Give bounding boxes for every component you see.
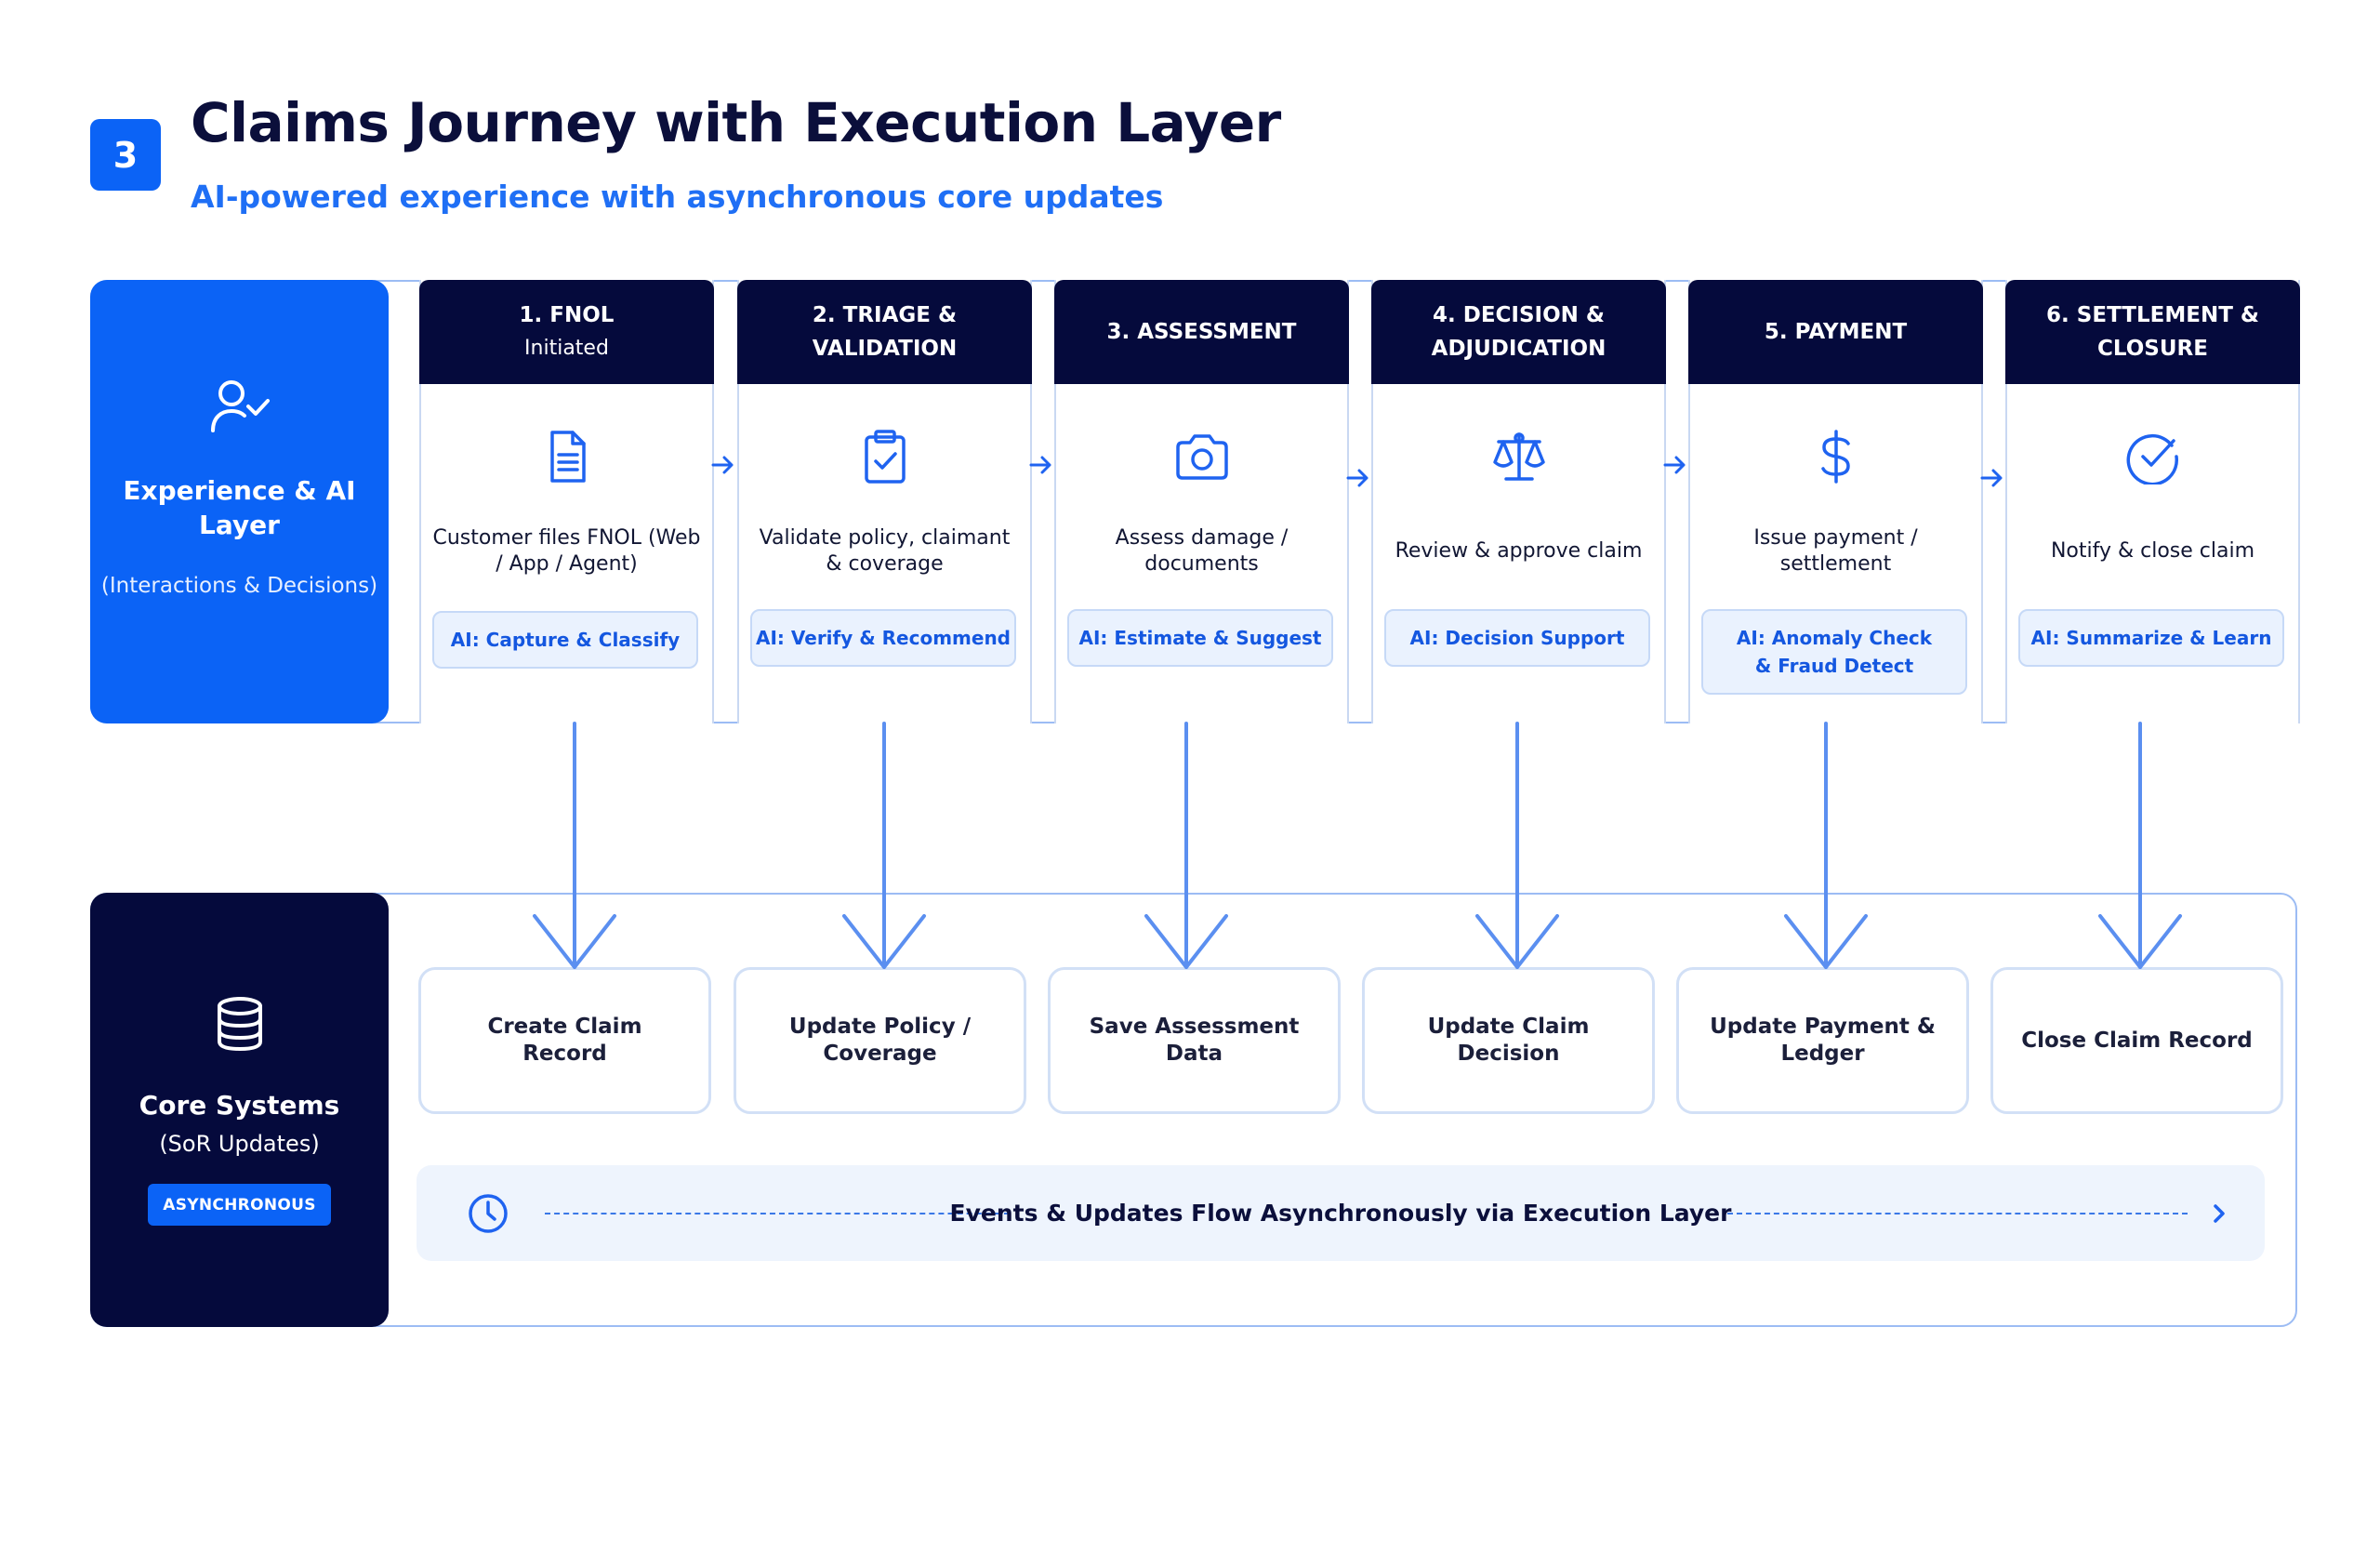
stage-header: 2. TRIAGE & VALIDATION [737,280,1032,384]
database-icon [218,997,262,1051]
stage-title: 6. SETTLEMENT & CLOSURE [2046,303,2259,361]
stage-column-decision: 4. DECISION & ADJUDICATION Review & appr… [1371,280,1666,723]
events-flow-text: Events & Updates Flow Asynchronously via… [949,1200,1732,1227]
stage-title: 1. FNOL [519,303,615,327]
stage-title: 3. ASSESSMENT [1106,320,1297,344]
page-title: Claims Journey with Execution Layer [191,91,1281,154]
stage-description: Assess damage / documents [1115,526,1289,576]
stage-column-fnol: 1. FNOL Initiated Customer files FNOL (W… [419,280,714,723]
stage-header: 6. SETTLEMENT & CLOSURE [2005,280,2300,384]
stage-column-payment: 5. PAYMENT Issue payment / settlement AI… [1688,280,1983,723]
ai-capability-chip: AI: Summarize & Learn [2018,609,2284,667]
experience-layer-subtitle: (Interactions & Decisions) [100,574,378,598]
clock-icon [469,1194,508,1233]
stage-column-assessment: 3. ASSESSMENT Assess damage / documents … [1054,280,1349,723]
sor-update-box: Close Claim Record [1990,967,2283,1114]
flow-arrow-icon [1980,469,2003,487]
ai-capability-chip: AI: Decision Support [1384,609,1650,667]
step-badge: 3 [90,119,161,191]
stage-description: Validate policy, claimant & coverage [759,526,1011,576]
flow-arrow-icon [1029,456,1051,474]
experience-layer-panel: Experience & AI Layer (Interactions & De… [90,280,389,723]
dollar-icon [1821,430,1850,484]
events-flow-bar: Events & Updates Flow Asynchronously via… [416,1165,2265,1261]
chevron-right-icon [2214,1204,2225,1223]
scale-icon [1493,432,1545,481]
asynchronous-badge: ASYNCHRONOUS [148,1184,331,1226]
stage-title: 2. TRIAGE & VALIDATION [812,303,958,361]
sor-update-box: Update Claim Decision [1362,967,1655,1114]
experience-layer-title: Experience & AI Layer [123,475,356,540]
core-systems-subtitle: (SoR Updates) [159,1131,320,1157]
stage-subtitle: Initiated [524,337,609,360]
sor-update-box: Save Assessment Data [1048,967,1341,1114]
stage-description: Notify & close claim [2050,539,2255,563]
stage-header: 3. ASSESSMENT [1054,280,1349,384]
core-systems-title: Core Systems [139,1090,340,1121]
stage-header: 4. DECISION & ADJUDICATION [1371,280,1666,384]
flow-arrow-icon [1346,469,1368,487]
camera-icon [1176,434,1228,480]
stage-column-triage: 2. TRIAGE & VALIDATION Validate policy, … [737,280,1032,723]
ai-capability-chip: AI: Anomaly Check & Fraud Detect [1701,609,1967,695]
stage-description: Customer files FNOL (Web / App / Agent) [432,526,701,576]
dashed-line [545,1213,1010,1214]
stage-header: 1. FNOL Initiated [419,280,714,384]
flow-arrow-icon [711,456,734,474]
check-circle-icon [2126,433,2179,484]
dashed-line [1727,1213,2188,1214]
stage-description: Issue payment / settlement [1753,526,1918,576]
ai-capability-chip: AI: Capture & Classify [432,611,698,669]
page-subtitle: AI-powered experience with asynchronous … [191,179,1164,215]
user-check-icon [211,380,270,432]
stage-title: 4. DECISION & ADJUDICATION [1431,303,1606,361]
stage-title: 5. PAYMENT [1764,320,1908,344]
core-systems-panel: Core Systems (SoR Updates) ASYNCHRONOUS [90,893,389,1327]
ai-capability-chip: AI: Estimate & Suggest [1067,609,1333,667]
ai-capability-chip: AI: Verify & Recommend [750,609,1016,667]
stage-description: Review & approve claim [1395,539,1643,563]
sor-update-box: Update Policy / Coverage [734,967,1026,1114]
document-icon [550,431,586,483]
sor-update-box: Create Claim Record [418,967,711,1114]
clipboard-check-icon [865,430,906,484]
flow-arrow-icon [1663,456,1686,474]
stage-column-settlement: 6. SETTLEMENT & CLOSURE Notify & close c… [2005,280,2300,723]
sor-update-box: Update Payment & Ledger [1676,967,1969,1114]
stage-header: 5. PAYMENT [1688,280,1983,384]
